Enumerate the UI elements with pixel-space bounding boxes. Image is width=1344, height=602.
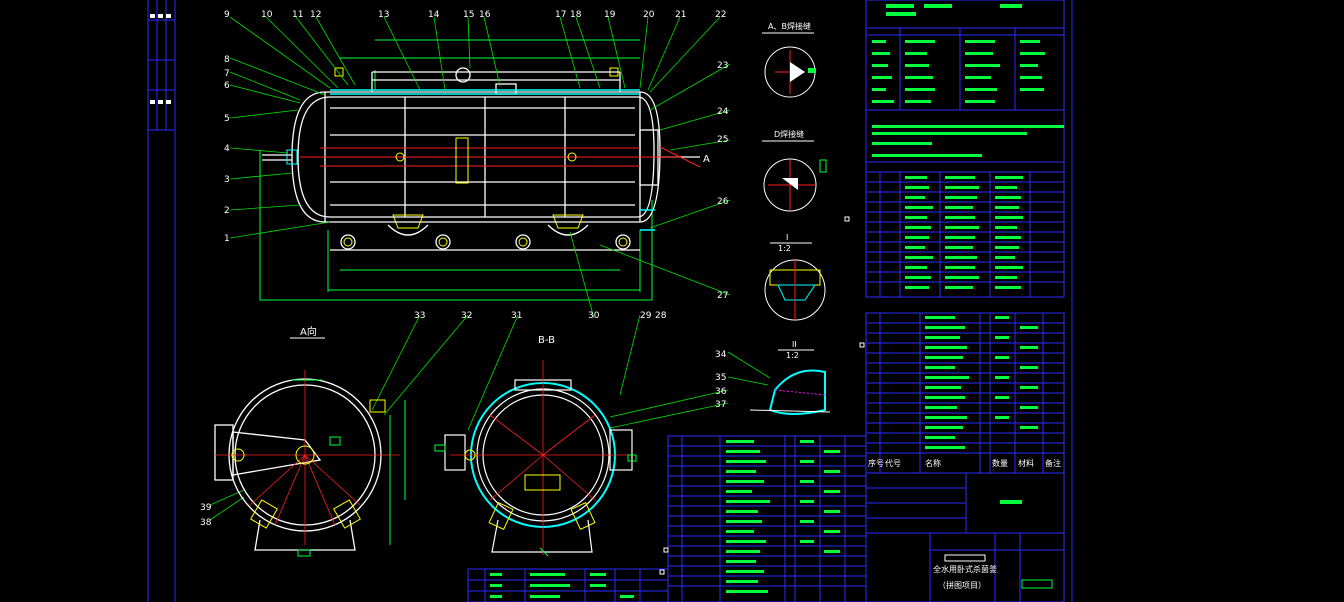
detail-2: II 1:2 (749, 340, 831, 415)
svg-text:39: 39 (200, 503, 212, 513)
svg-text:30: 30 (588, 311, 600, 321)
svg-text:19: 19 (604, 10, 616, 20)
svg-text:1:2: 1:2 (786, 351, 799, 360)
svg-text:名称: 名称 (925, 458, 941, 468)
svg-text:37: 37 (715, 400, 726, 410)
svg-text:8: 8 (224, 55, 230, 65)
svg-text:备注: 备注 (1045, 458, 1061, 468)
bottom-table-left (467, 568, 669, 602)
view-a: A向 (214, 325, 406, 557)
detail-ab-weld: A、B焊接缝 (762, 21, 816, 98)
svg-text:29: 29 (640, 311, 652, 321)
parts-list-header: 序号 代号 名称 数量 材料 备注 (868, 458, 1061, 468)
drawing-subtitle: （拼图项目） (938, 580, 986, 590)
svg-text:16: 16 (479, 10, 491, 20)
left-frame (147, 0, 1073, 602)
svg-text:6: 6 (224, 81, 230, 91)
detail-d-weld: D焊接缝 (762, 129, 827, 212)
balloon-numbers: 9 10 11 12 13 14 15 16 17 18 19 20 21 22… (200, 10, 729, 528)
svg-text:4: 4 (224, 144, 230, 154)
svg-text:17: 17 (555, 10, 566, 20)
svg-text:22: 22 (715, 10, 726, 20)
svg-text:36: 36 (715, 387, 727, 397)
svg-text:27: 27 (717, 291, 728, 301)
tech-table-top-fills (872, 4, 1064, 157)
svg-text:2: 2 (224, 206, 230, 216)
svg-text:11: 11 (292, 10, 303, 20)
svg-text:D焊接缝: D焊接缝 (774, 129, 804, 139)
svg-text:33: 33 (414, 311, 425, 321)
svg-text:23: 23 (717, 61, 728, 71)
svg-text:28: 28 (655, 311, 667, 321)
title-block: 全水用卧式杀菌釜 （拼图项目） (865, 472, 1065, 602)
bottom-table-middle (667, 435, 867, 602)
svg-text:3: 3 (224, 175, 230, 185)
arrow-a-label: A (703, 154, 710, 165)
svg-text:32: 32 (461, 311, 472, 321)
drawing-title: 全水用卧式杀菌釜 (933, 564, 997, 574)
cad-markers (659, 216, 865, 575)
tech-table-top (865, 0, 1065, 298)
svg-text:25: 25 (717, 135, 728, 145)
section-bb: B-B (434, 335, 637, 557)
svg-text:1:2: 1:2 (778, 244, 791, 253)
detail-1: I 1:2 (764, 233, 826, 321)
balloon-leaders (209, 16, 771, 521)
svg-text:1: 1 (224, 234, 230, 244)
svg-text:14: 14 (428, 10, 440, 20)
svg-text:A、B焊接缝: A、B焊接缝 (768, 21, 811, 31)
svg-text:15: 15 (463, 10, 474, 20)
svg-text:38: 38 (200, 518, 212, 528)
svg-text:II: II (792, 340, 797, 349)
svg-text:18: 18 (570, 10, 582, 20)
svg-text:35: 35 (715, 373, 726, 383)
section-bb-label: B-B (538, 335, 555, 346)
svg-text:26: 26 (717, 197, 729, 207)
svg-text:材料: 材料 (1018, 458, 1034, 468)
svg-text:20: 20 (643, 10, 655, 20)
svg-text:数量: 数量 (992, 458, 1008, 468)
svg-text:序号: 序号 (868, 458, 884, 468)
svg-text:9: 9 (224, 10, 230, 20)
parts-table-upper (866, 171, 1064, 297)
svg-text:21: 21 (675, 10, 686, 20)
svg-text:34: 34 (715, 350, 727, 360)
svg-text:I: I (786, 233, 788, 242)
svg-text:代号: 代号 (885, 458, 901, 468)
left-frame-marks (150, 14, 171, 104)
view-a-label: A向 (300, 325, 317, 338)
svg-text:10: 10 (261, 10, 273, 20)
parts-table-lower: 序号 代号 名称 数量 材料 备注 (865, 312, 1065, 474)
svg-text:31: 31 (511, 311, 522, 321)
svg-text:12: 12 (310, 10, 321, 20)
svg-text:24: 24 (717, 107, 729, 117)
svg-text:7: 7 (224, 69, 230, 79)
svg-text:5: 5 (224, 114, 230, 124)
svg-text:13: 13 (378, 10, 389, 20)
